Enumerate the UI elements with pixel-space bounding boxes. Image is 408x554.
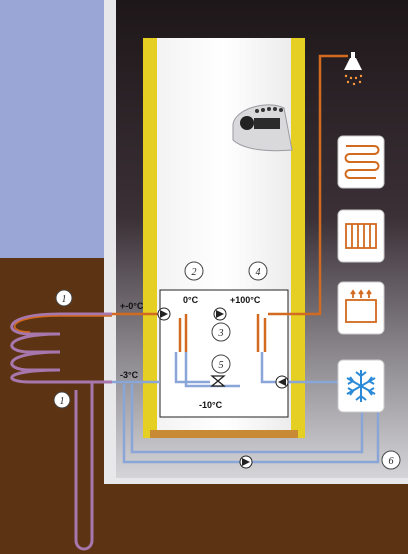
display-screen [254, 118, 280, 129]
floor-heating-icon [344, 145, 380, 179]
callout-6: 6 [381, 450, 401, 470]
radiator-icon [345, 223, 377, 249]
radiator-box [337, 209, 385, 263]
pump-bottom [239, 455, 253, 469]
pump-right [275, 375, 289, 389]
pump-middle [213, 307, 227, 321]
control-dial [240, 116, 254, 130]
snowflake-icon [346, 370, 376, 402]
ground-loop-warm [13, 315, 112, 333]
air-heater-box [337, 281, 385, 335]
ground-loop [10, 312, 112, 551]
callout-5: 5 [211, 354, 231, 374]
pump-left [157, 307, 171, 321]
air-heater-icon [345, 289, 377, 323]
callout-1-bottom: 1 [53, 391, 71, 409]
tank-base [150, 430, 298, 438]
cooling-supply-pipe [130, 384, 364, 454]
control-panel [232, 104, 293, 152]
callout-5-label: 5 [219, 360, 224, 371]
callout-2: 2 [184, 261, 204, 281]
shower-icon [344, 52, 363, 86]
callout-1-top-label: 1 [62, 294, 67, 305]
expansion-valve [210, 375, 226, 387]
temp-plus-100: +100°C [230, 295, 261, 305]
hot-pipes [112, 54, 348, 352]
temp-minus-3: -3°C [120, 370, 139, 380]
callout-4: 4 [248, 261, 268, 281]
house-wall [104, 0, 116, 482]
temp-zero: 0°C [183, 295, 199, 305]
temp-minus-10: -10°C [199, 400, 223, 410]
callout-3-label: 3 [218, 328, 224, 339]
cooling-box [337, 359, 385, 413]
callout-6-label: 6 [389, 456, 394, 467]
callout-2-label: 2 [192, 267, 197, 278]
house-floor [104, 478, 408, 484]
callout-4-label: 4 [256, 267, 261, 278]
callout-3: 3 [211, 322, 231, 342]
callout-1-bottom-label: 1 [60, 396, 65, 407]
callout-1-top: 1 [55, 289, 73, 307]
hot-supply-pipe [268, 54, 348, 316]
sky-area [0, 0, 104, 258]
temp-ground-in: +-0°C [120, 301, 144, 311]
floor-heating-box [337, 135, 385, 189]
